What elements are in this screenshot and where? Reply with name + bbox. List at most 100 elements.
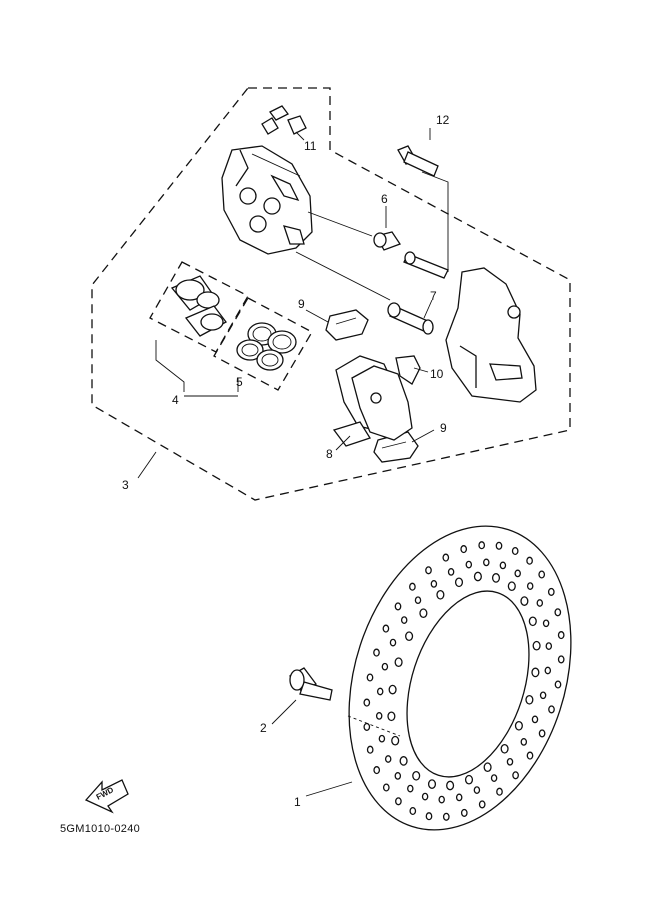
disc-hole bbox=[538, 729, 546, 738]
disc-hole bbox=[391, 735, 400, 746]
pad-spring-lower bbox=[373, 431, 419, 463]
alignment-line-lower bbox=[295, 251, 391, 301]
disc-hole bbox=[382, 624, 390, 633]
callout-9-upper: 9 bbox=[298, 297, 305, 311]
disc-hole bbox=[409, 806, 417, 816]
disc-hole bbox=[478, 541, 486, 550]
disc-hole bbox=[557, 631, 565, 640]
disc-hole bbox=[400, 616, 408, 624]
disc-hole bbox=[506, 757, 514, 766]
fwd-arrow-icon: FWD bbox=[84, 779, 129, 814]
disc-hole bbox=[511, 546, 519, 556]
disc-hole bbox=[500, 743, 509, 754]
disc-hole bbox=[531, 667, 540, 678]
disc-hole bbox=[554, 608, 562, 617]
disc-drill-holes bbox=[363, 541, 565, 821]
disc-hole bbox=[490, 774, 498, 782]
disc-hole bbox=[395, 797, 402, 806]
disc-hole bbox=[425, 812, 433, 821]
disc-hole bbox=[483, 762, 492, 773]
disc-hole bbox=[542, 619, 550, 628]
disc-hole bbox=[532, 640, 541, 651]
disc-hole bbox=[442, 812, 450, 821]
disc-hole bbox=[419, 608, 428, 619]
disc-hole bbox=[465, 560, 473, 569]
caliper-pins bbox=[387, 251, 449, 335]
disc-hole bbox=[495, 541, 503, 550]
disc-hole bbox=[539, 691, 547, 700]
disc-hole bbox=[376, 687, 384, 696]
caliper-body bbox=[221, 145, 313, 255]
pad-retainer-clip bbox=[395, 355, 421, 385]
disc-hole bbox=[483, 558, 490, 567]
disc-hole bbox=[446, 780, 455, 791]
brake-disc bbox=[347, 525, 572, 831]
disc-hole bbox=[436, 589, 445, 600]
disc-hole bbox=[388, 684, 397, 695]
disc-hole bbox=[387, 711, 396, 722]
bleed-screw bbox=[261, 105, 307, 135]
disc-hole bbox=[478, 800, 486, 809]
disc-hole bbox=[473, 786, 481, 794]
disc-hole bbox=[520, 738, 528, 746]
disc-hole bbox=[473, 571, 482, 582]
disc-hole bbox=[442, 553, 450, 562]
pad-spring-upper bbox=[325, 309, 369, 341]
disc-hole bbox=[414, 596, 422, 605]
piston-kit-boundary bbox=[213, 297, 313, 391]
disc-hole bbox=[464, 774, 474, 785]
callout-9-lower: 9 bbox=[440, 421, 447, 435]
disc-hole bbox=[421, 792, 429, 801]
callout-8: 8 bbox=[326, 447, 333, 461]
disc-hole bbox=[526, 556, 533, 565]
seal-kit-boundary bbox=[149, 261, 249, 353]
disc-hole bbox=[447, 568, 455, 576]
callout-5: 5 bbox=[236, 375, 243, 389]
mounting-bolt bbox=[397, 145, 439, 177]
disc-hole bbox=[491, 573, 501, 583]
disc-hole bbox=[554, 680, 562, 689]
disc-hole bbox=[538, 570, 546, 579]
callout-10: 10 bbox=[430, 367, 444, 381]
disc-hole bbox=[547, 587, 555, 596]
disc-hole bbox=[394, 772, 402, 780]
callout-12: 12 bbox=[436, 113, 450, 127]
disc-bolt bbox=[289, 667, 333, 701]
caliper-bracket bbox=[445, 267, 537, 403]
disc-hole bbox=[394, 657, 403, 668]
drawing-code: 5GM1010-0240 bbox=[60, 823, 140, 835]
disc-hole bbox=[381, 662, 389, 671]
disc-hole bbox=[526, 751, 534, 760]
disc-hole bbox=[545, 642, 553, 650]
disc-hole bbox=[412, 770, 421, 781]
callout-11: 11 bbox=[304, 139, 317, 153]
disc-hole bbox=[526, 582, 534, 590]
brake-pads bbox=[332, 355, 413, 447]
caliper-pistons bbox=[170, 275, 227, 337]
disc-hole bbox=[430, 580, 438, 588]
disc-hole bbox=[455, 793, 463, 802]
disc-hole bbox=[438, 795, 445, 804]
alignment-line-upper bbox=[307, 211, 373, 237]
disc-hole bbox=[382, 783, 390, 792]
disc-hole bbox=[496, 787, 503, 796]
callout-6: 6 bbox=[381, 192, 388, 206]
disc-hole bbox=[507, 581, 516, 592]
alignment-line-bolt bbox=[421, 171, 449, 272]
disc-hole bbox=[407, 784, 414, 793]
disc-hole bbox=[399, 756, 408, 766]
disc-hole bbox=[520, 596, 529, 606]
caliper-assembly-boundary bbox=[91, 87, 571, 501]
disc-hole bbox=[366, 673, 374, 682]
disc-hole bbox=[384, 755, 392, 763]
disc-hole bbox=[378, 734, 386, 743]
disc-hole bbox=[405, 631, 414, 642]
disc-hole bbox=[409, 582, 416, 591]
disc-hole bbox=[373, 648, 380, 657]
disc-hole bbox=[499, 561, 507, 570]
disc-hole bbox=[531, 715, 539, 724]
disc-hole bbox=[514, 720, 523, 731]
disc-hole bbox=[373, 766, 381, 775]
disc-hole bbox=[425, 566, 432, 575]
